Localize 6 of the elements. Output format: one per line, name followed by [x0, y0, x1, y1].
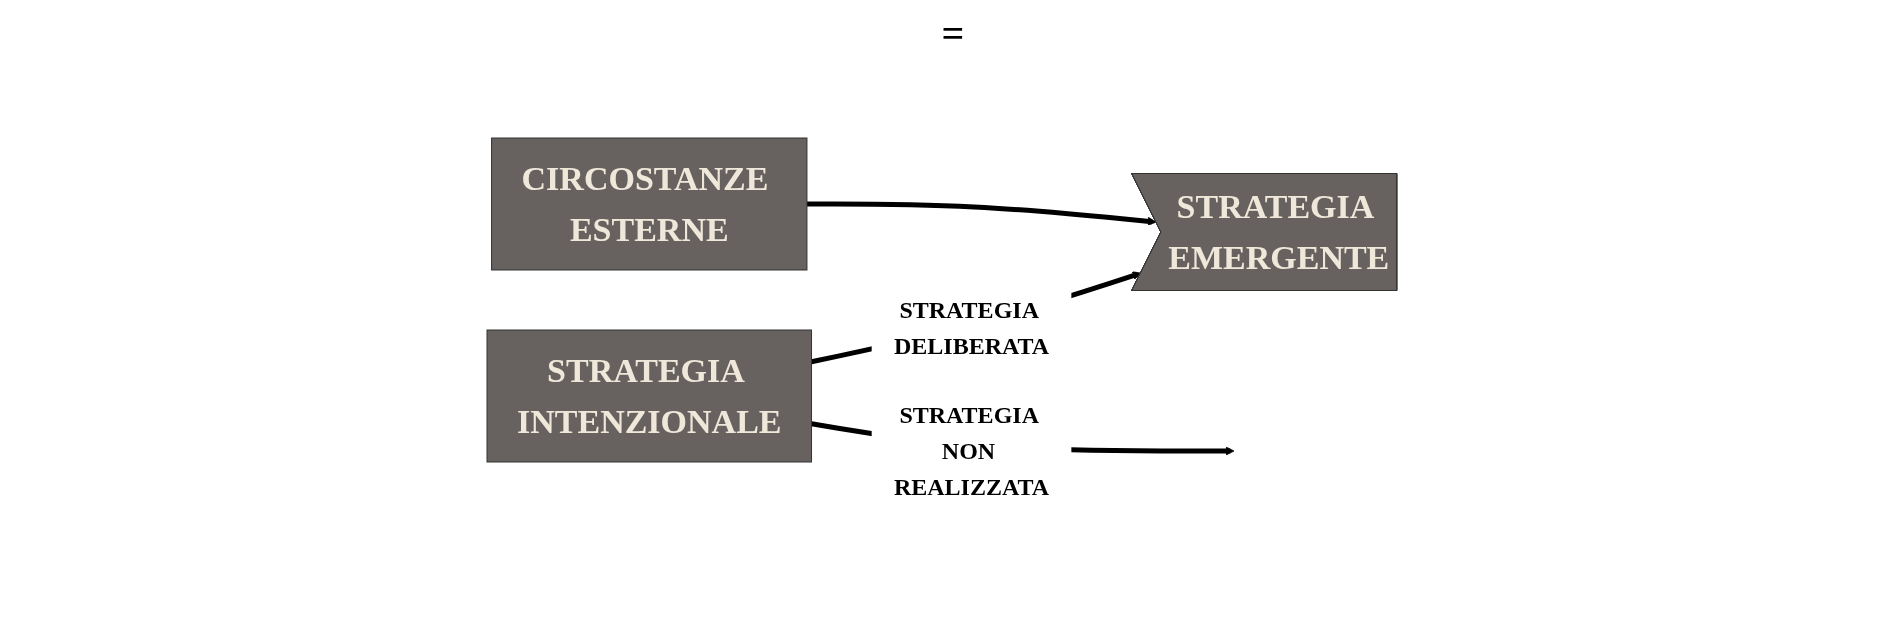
equals-sign: = [941, 11, 965, 56]
edge-label: STRATEGIA DELIBERATA [893, 297, 1049, 359]
node-box: STRATEGIA INTENZIONALE [486, 329, 812, 463]
edge-label: STRATEGIA NON REALIZZATA [893, 402, 1049, 500]
arrow [806, 201, 1157, 226]
node-box: CIRCOSTANZE ESTERNE [490, 137, 808, 271]
